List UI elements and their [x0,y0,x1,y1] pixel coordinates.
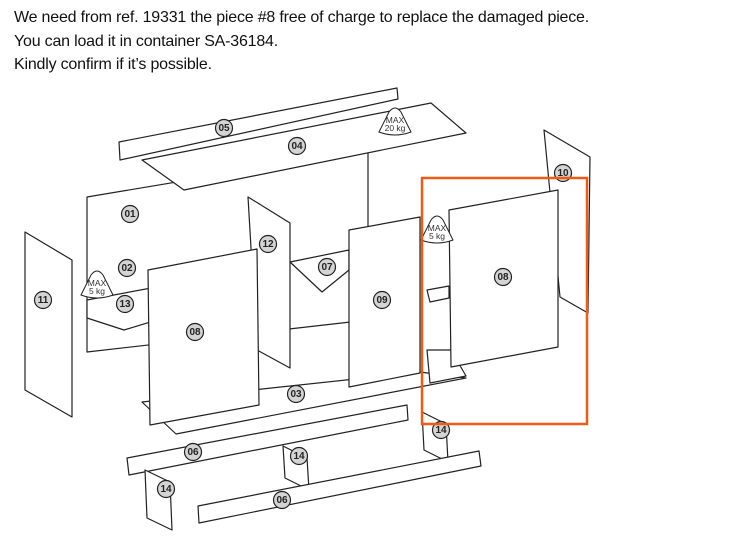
highlight-box-piece-08 [420,176,589,426]
part-label-12: 12 [258,234,278,254]
part-label-01: 01 [120,204,140,224]
part-label-08: 08 [493,267,513,287]
weight-load-text: 20 kg [385,123,406,133]
svg-text:07: 07 [321,262,333,273]
svg-text:04: 04 [291,141,303,152]
svg-text:14: 14 [293,451,305,462]
part-label-14: 14 [289,446,309,466]
svg-text:05: 05 [218,123,230,134]
svg-text:14: 14 [160,484,172,495]
weight-max-text: MAX [386,115,405,125]
part-label-14: 14 [156,479,176,499]
svg-text:09: 09 [376,295,388,306]
weight-load-text: 5 kg [429,231,445,241]
part-labels: 05 04 10 01 12 02 07 08 11 13 09 08 03 14 06 14 14 06 [33,118,573,510]
bracket-14-left [144,469,173,531]
part-label-05: 05 [214,118,234,138]
svg-text:08: 08 [189,327,201,338]
part-label-09: 09 [372,290,392,310]
svg-text:06: 06 [187,447,199,458]
svg-text:14: 14 [435,425,447,436]
weight-max-text: MAX [428,223,447,233]
svg-text:03: 03 [290,389,302,400]
svg-text:13: 13 [119,299,131,310]
weight-max-text: MAX [88,278,107,288]
door-08-left [147,248,260,426]
message-line-3: Kindly confirm if it’s possible. [14,56,212,73]
part-label-03: 03 [286,384,306,404]
part-label-06: 06 [272,490,292,510]
weight-load-text: 5 kg [89,286,105,296]
message-line-1: We need from ref. 19331 the piece #8 fre… [14,9,589,26]
message-line-2: You can load it in container SA-36184. [14,32,279,50]
bottom-shelf-03 [141,371,467,435]
part-label-11: 11 [33,290,53,310]
svg-text:06: 06 [276,495,288,506]
side-panel-11 [24,231,73,418]
bottom-shelf-right [426,349,467,384]
part-label-08: 08 [185,322,205,342]
part-label-14: 14 [431,420,451,440]
part-label-06: 06 [183,442,203,462]
svg-text:01: 01 [124,209,136,220]
message-text: We need from ref. 19331 the piece #8 fre… [14,6,589,77]
part-label-04: 04 [287,136,307,156]
svg-text:12: 12 [262,239,274,250]
part-label-02: 02 [117,258,137,278]
diagram-panels [24,87,591,531]
rail-06-lower [197,450,482,524]
shelf-right [426,285,450,303]
svg-text:08: 08 [497,272,509,283]
svg-text:02: 02 [121,263,133,274]
svg-text:11: 11 [38,295,49,306]
svg-text:10: 10 [557,168,569,179]
part-label-13: 13 [115,294,135,314]
top-rail-05 [118,87,399,161]
part-label-07: 07 [317,257,337,277]
